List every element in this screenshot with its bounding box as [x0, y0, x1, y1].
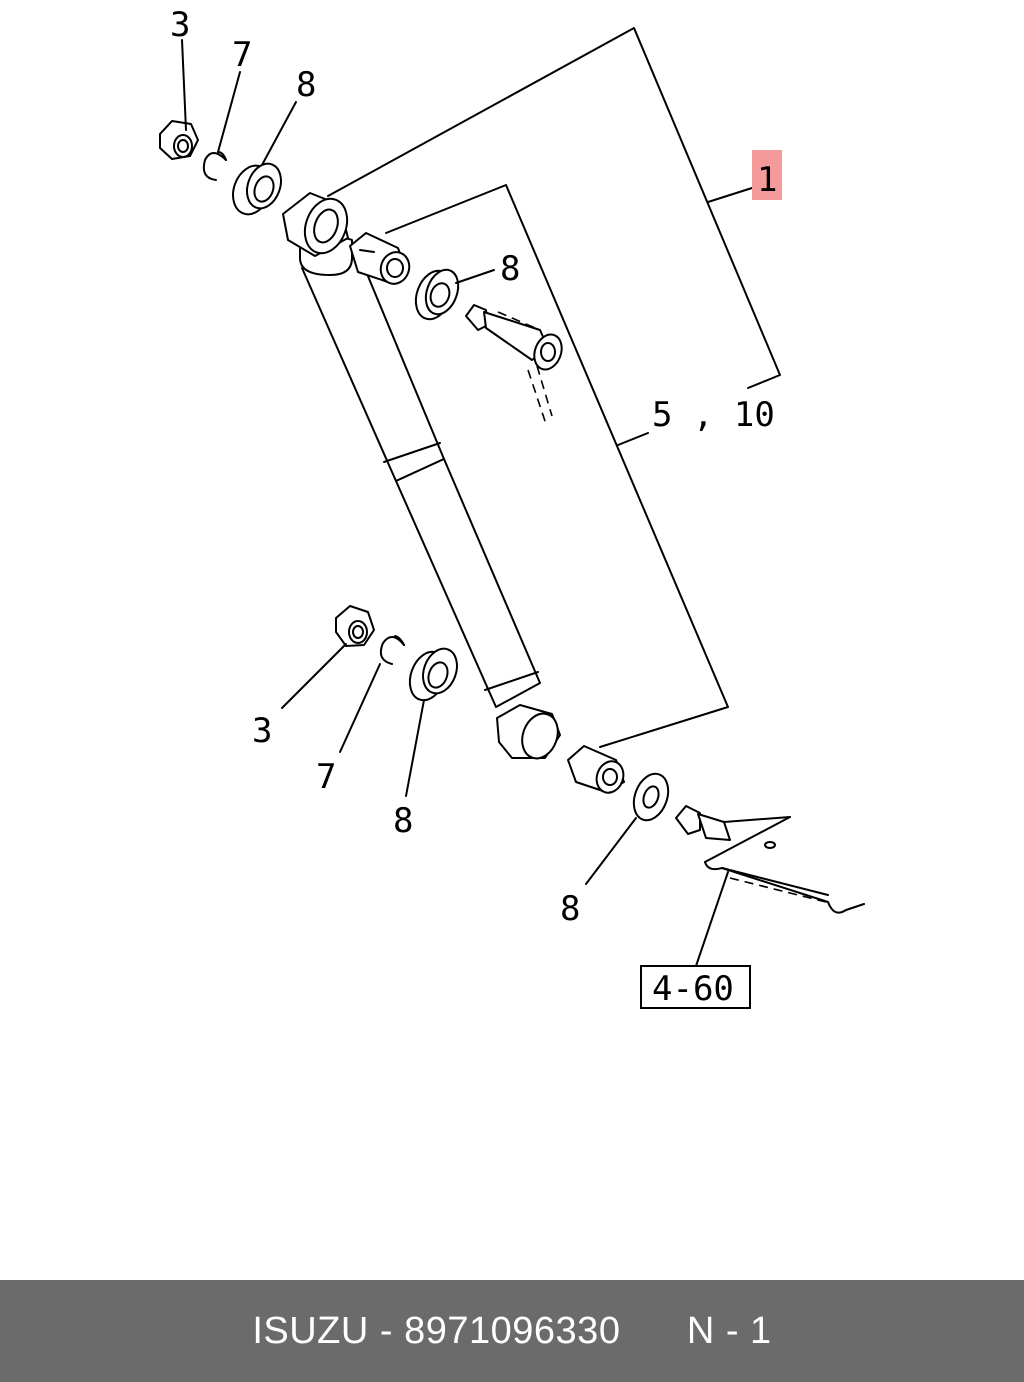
lower-outer-bushing	[408, 647, 458, 702]
callout-top-bushing-outer: 8	[296, 65, 316, 105]
assembly-bracket-outer	[327, 27, 781, 389]
lower-washer	[632, 772, 670, 822]
part-footer-bar: ISUZU - 8971096330 N - 1	[0, 1280, 1024, 1382]
lower-clip	[379, 635, 405, 665]
upper-outer-bushing	[232, 162, 282, 216]
assembly-bracket-inner	[385, 184, 729, 748]
footer-separator: -	[368, 1309, 405, 1352]
shock-absorber	[282, 192, 561, 760]
footer-brand: ISUZU	[252, 1309, 369, 1352]
callout-assembly: 1	[757, 160, 777, 200]
callout-top-bushing-inner: 8	[500, 249, 520, 289]
lower-nut	[335, 605, 375, 647]
callout-bottom-clip: 7	[316, 757, 336, 797]
upper-clip	[202, 151, 227, 181]
footer-part-number: 8971096330	[404, 1309, 621, 1352]
callout-top-nut: 3	[170, 5, 190, 45]
exploded-parts-diagram: 3 7 8 1 8 5 , 10 3 7 8 8 4-60	[159, 5, 865, 1009]
reference-box-label: 4-60	[652, 969, 734, 1009]
upper-mount-stud	[465, 304, 563, 425]
reference-box: 4-60	[640, 965, 751, 1009]
lower-inner-bushing	[567, 745, 625, 794]
footer-spacer	[620, 1310, 686, 1353]
callout-bottom-nut: 3	[252, 711, 272, 751]
upper-washer	[414, 268, 460, 321]
upper-nut	[159, 120, 199, 160]
callout-group-ref: 5 , 10	[652, 395, 775, 435]
footer-position: N - 1	[686, 1309, 772, 1352]
callout-top-clip: 7	[232, 35, 252, 75]
callout-bottom-washer: 8	[560, 889, 580, 929]
callout-bottom-bushing-outer: 8	[393, 801, 413, 841]
assembly-highlight	[752, 150, 782, 200]
leader-lines	[181, 39, 729, 967]
upper-inner-bushing	[349, 232, 411, 285]
lower-mount-stud-and-bracket	[675, 805, 865, 914]
